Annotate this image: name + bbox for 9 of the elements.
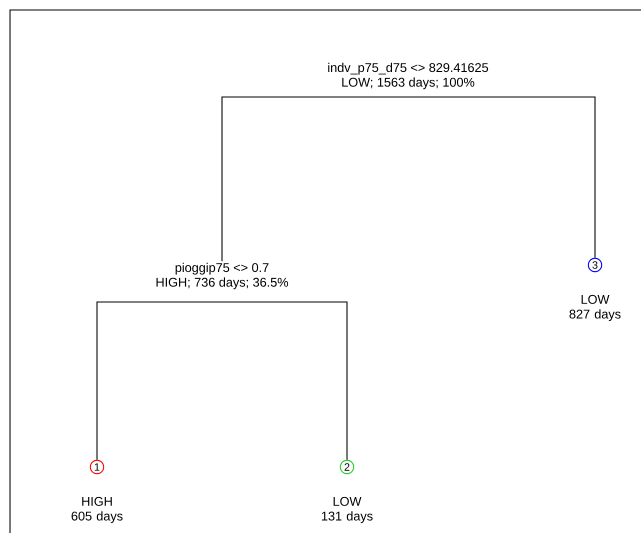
split-label: indv_p75_d75 <> 829.41625 LOW; 1563 days; 100% xyxy=(328,62,488,90)
tree-branch xyxy=(222,301,348,460)
leaf-label: LOW 131 days xyxy=(322,496,373,524)
split-label: pioggip75 <> 0.7 HIGH; 736 days; 36.5% xyxy=(156,262,288,290)
leaf-label: LOW 827 days xyxy=(570,294,621,322)
tree-branch xyxy=(96,301,222,460)
leaf-label: HIGH 605 days xyxy=(72,496,123,524)
tree-branch xyxy=(408,96,596,258)
tree-branch xyxy=(221,96,408,262)
